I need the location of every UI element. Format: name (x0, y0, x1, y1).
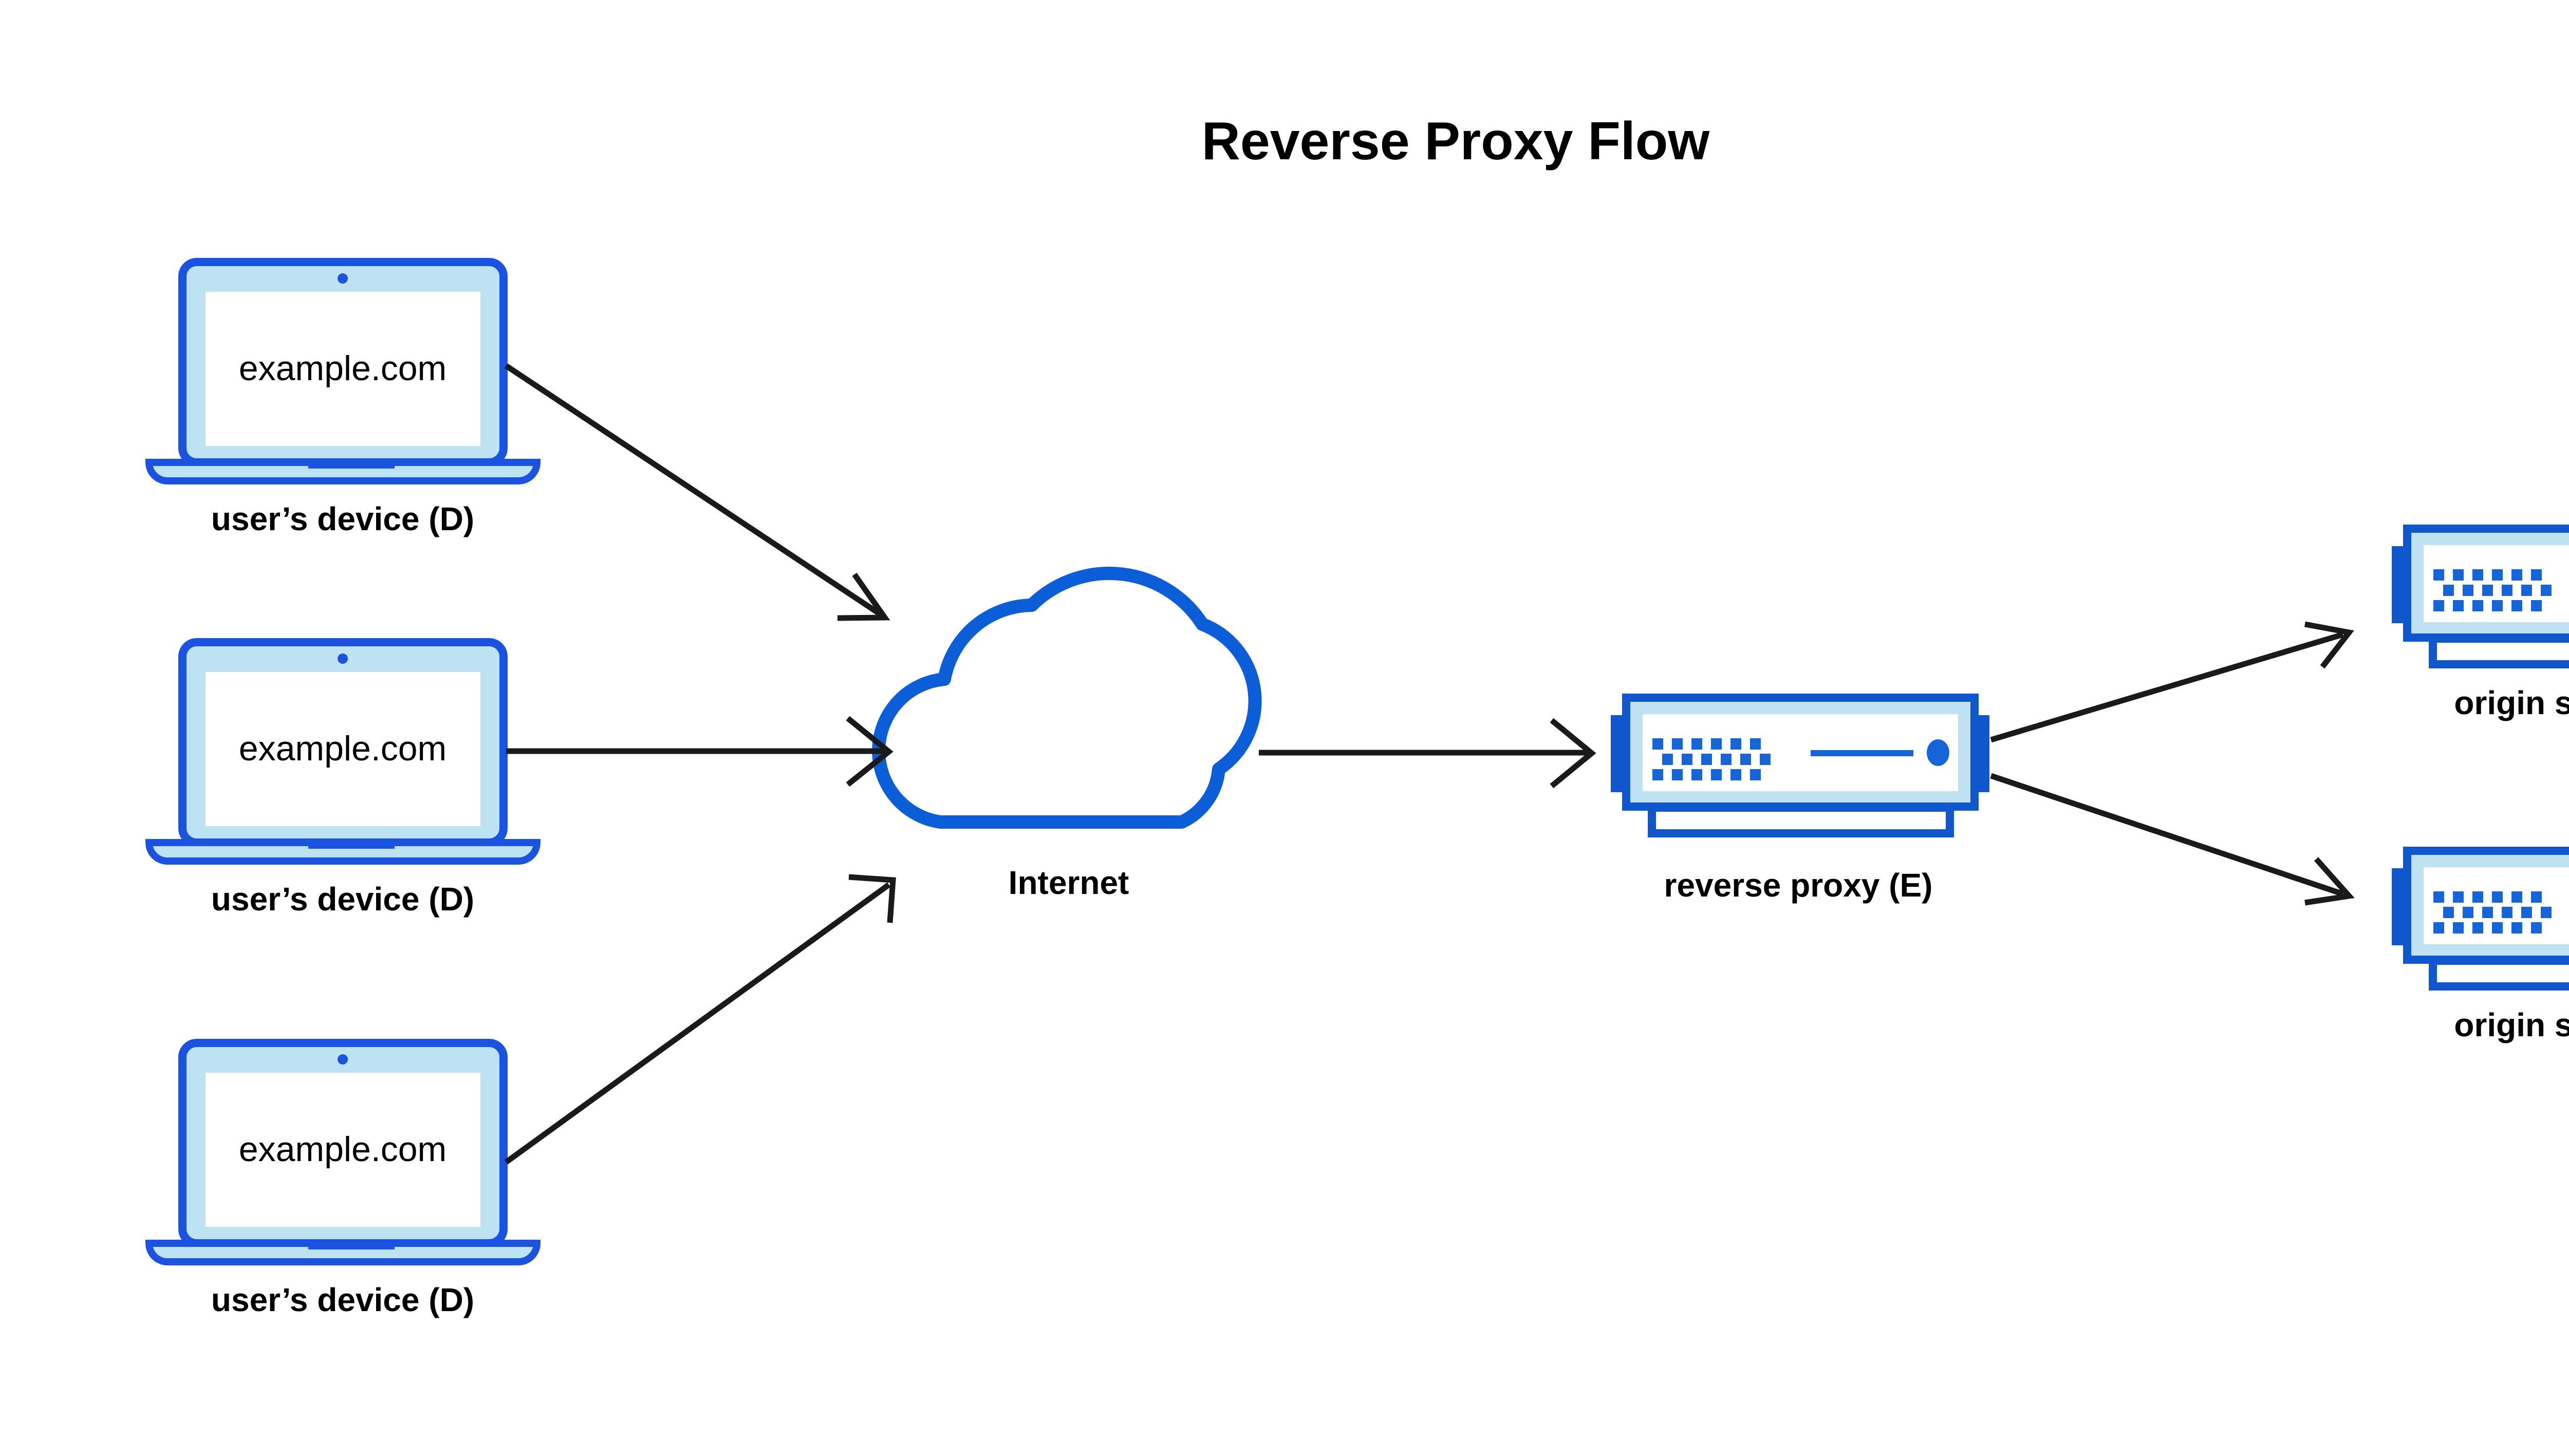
server-status-line (1811, 750, 1913, 756)
laptop-icon (145, 1039, 541, 1265)
webcam-icon (338, 1054, 348, 1065)
edge-internet-to-reverse-proxy (1259, 718, 1596, 789)
laptop-screen (206, 1073, 480, 1227)
laptop-screen (206, 292, 480, 446)
server-icon (2392, 847, 2569, 991)
server-port-grid (2433, 569, 2552, 611)
edge-reverse-proxy-to-origin-top (1990, 621, 2354, 743)
node-label-origin-server: origin server (F) (2454, 1006, 2569, 1043)
node-origin-server-top[interactable]: origin server (F) (2392, 525, 2569, 721)
laptop-icon (145, 638, 541, 865)
laptop-trackpad-notch (308, 841, 395, 849)
cloud-icon (872, 567, 1262, 829)
laptop-icon (145, 258, 541, 484)
node-label-user-device: user’s device (D) (211, 1281, 474, 1318)
node-label-user-device: user’s device (D) (211, 500, 474, 537)
laptop-screen-text: example.com (239, 729, 446, 768)
server-status-led (1927, 739, 1949, 766)
server-port-grid (1652, 738, 1771, 780)
node-origin-server-bottom[interactable]: origin server (F) (2392, 847, 2569, 1043)
node-internet[interactable]: Internet (872, 567, 1262, 901)
edge-reverse-proxy-to-origin-bottom (1990, 773, 2355, 906)
laptop-screen-text: example.com (239, 349, 446, 388)
node-label-internet: Internet (1009, 864, 1129, 901)
node-user-device-bottom[interactable]: example.com user’s device (D) (145, 1039, 541, 1318)
node-user-device-top[interactable]: example.com user’s device (D) (145, 258, 541, 537)
laptop-screen (206, 672, 480, 826)
node-label-reverse-proxy: reverse proxy (E) (1664, 867, 1933, 904)
server-port-grid (2433, 891, 2552, 934)
webcam-icon (338, 273, 348, 284)
laptop-base (145, 459, 541, 484)
edge-device-top-to-internet (504, 363, 890, 621)
server-icon (1611, 694, 1989, 837)
page-title: Reverse Proxy Flow (1202, 111, 1710, 171)
server-base-shelf (2429, 634, 2569, 668)
node-label-origin-server: origin server (F) (2454, 684, 2569, 721)
laptop-trackpad-notch (308, 1241, 395, 1249)
server-base-shelf (1648, 804, 1954, 837)
edge-device-middle-to-internet (506, 716, 893, 787)
webcam-icon (338, 654, 348, 664)
laptop-screen-text: example.com (239, 1130, 446, 1169)
edge-device-bottom-to-internet (504, 874, 896, 1165)
laptop-trackpad-notch (308, 460, 395, 469)
node-user-device-middle[interactable]: example.com user’s device (D) (145, 638, 541, 918)
server-icon (2392, 525, 2569, 668)
laptop-base (145, 839, 541, 865)
node-reverse-proxy[interactable]: reverse proxy (E) (1611, 694, 1989, 904)
server-base-shelf (2429, 957, 2569, 991)
laptop-base (145, 1240, 541, 1265)
node-label-user-device: user’s device (D) (211, 881, 474, 918)
